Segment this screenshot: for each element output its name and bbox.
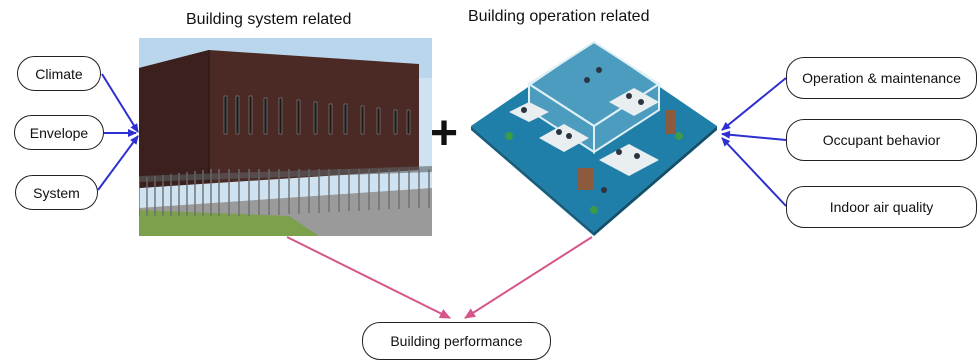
climate-node: Climate bbox=[17, 56, 101, 91]
operation-arrow bbox=[721, 77, 787, 131]
building-system-heading: Building system related bbox=[186, 11, 352, 28]
occupant-behavior-node: Occupant behavior bbox=[786, 119, 977, 161]
office-illustration bbox=[469, 40, 719, 236]
operation-to-performance-arrow bbox=[464, 236, 593, 319]
system-arrow bbox=[97, 135, 139, 191]
operation-maintenance-node: Operation & maintenance bbox=[786, 57, 977, 99]
climate-arrow bbox=[101, 73, 139, 133]
envelope-node: Envelope bbox=[14, 115, 104, 150]
building-photo bbox=[139, 38, 432, 236]
indoor-air-quality-node: Indoor air quality bbox=[786, 186, 977, 228]
system-node: System bbox=[15, 175, 98, 210]
system-to-performance-arrow bbox=[286, 236, 451, 319]
building-performance-node: Building performance bbox=[362, 322, 551, 360]
occupant-arrow bbox=[721, 130, 787, 141]
iaq-arrow bbox=[721, 137, 787, 207]
plus-sign: + bbox=[430, 107, 459, 160]
building-operation-heading: Building operation related bbox=[468, 8, 650, 25]
